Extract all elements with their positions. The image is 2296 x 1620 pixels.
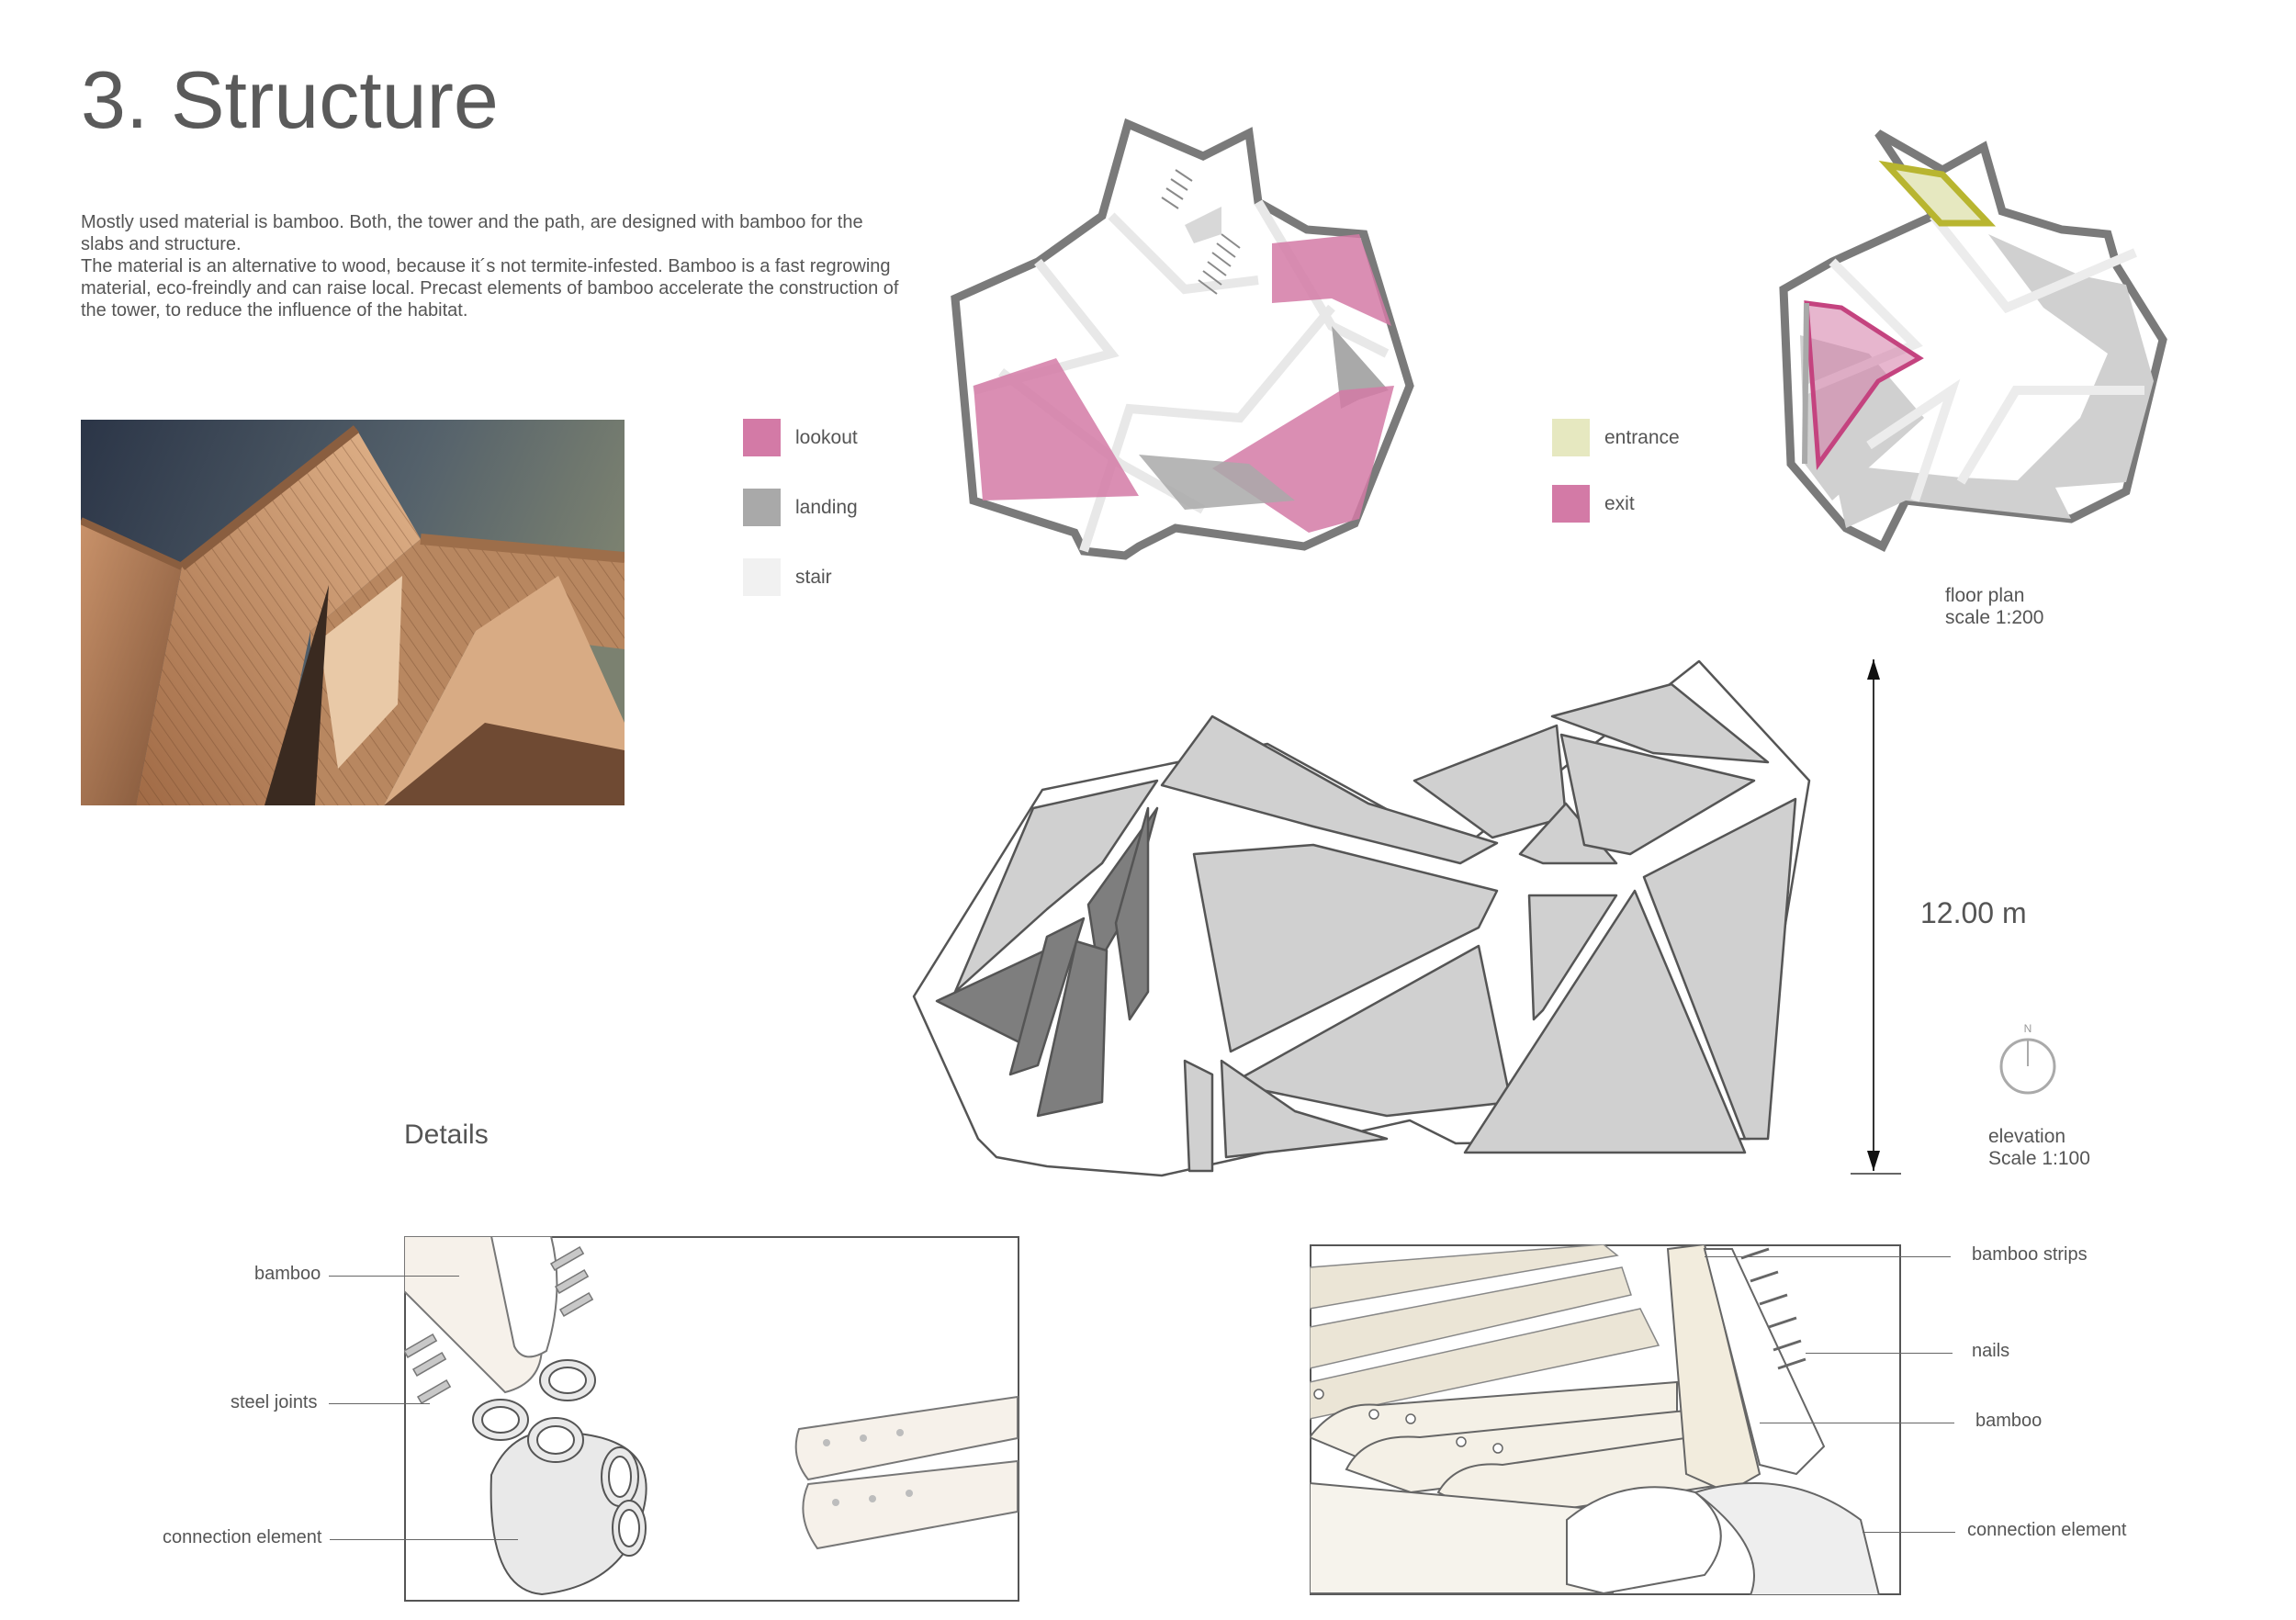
label-connection-element: connection element [163,1527,322,1547]
north-arrow: N [1998,1022,2057,1096]
floor-plan-caption: floor plan scale 1:200 [1945,585,2043,629]
legend-item-exit: exit [1552,485,1635,523]
label-bamboo-strips: bamboo strips [1972,1244,2088,1265]
label-bamboo-right: bamboo [1975,1411,2043,1431]
legend-label: stair [795,566,832,588]
intro-line: The material is an alternative to wood, … [81,256,899,321]
legend-label: entrance [1604,426,1680,448]
label-bamboo: bamboo [254,1264,321,1284]
intro-text: Mostly used material is bamboo. Both, th… [81,211,907,321]
leader-line [330,1539,518,1540]
legend-swatch [743,419,781,456]
stair-treads [1161,169,1241,295]
label-nails: nails [1972,1341,2010,1361]
leader-line [329,1403,430,1404]
elevation-caption-2: Scale 1:100 [1988,1148,2090,1169]
legend-swatch [743,558,781,596]
legend-item-landing: landing [743,489,858,526]
elevation-drawing [912,659,1901,1177]
detail-bamboo-strips [1310,1244,1901,1595]
floor-plan-caption-2: scale 1:200 [1945,607,2044,628]
legend-swatch [1552,485,1590,523]
page-title: 3. Structure [81,54,499,145]
legend-label: lookout [795,426,858,448]
floor-plan-caption-1: floor plan [1945,585,2025,606]
label-steel-joints: steel joints [231,1392,318,1412]
floor-plan-access [1779,129,2167,553]
detail-steel-joints [404,1236,1019,1602]
bamboo-structure-photo [81,420,625,805]
leader-line [329,1276,459,1277]
compass-icon [1999,1038,2056,1095]
leader-line [1863,1532,1955,1533]
legend-swatch [1552,419,1590,456]
label-connection-element-right: connection element [1967,1520,2127,1540]
legend-item-lookout: lookout [743,419,858,456]
elevation-caption-1: elevation [1988,1126,2066,1147]
elevation-caption: elevation Scale 1:100 [1988,1126,2090,1170]
intro-line: Mostly used material is bamboo. Both, th… [81,212,863,254]
floor-plan-levels [951,118,1414,560]
legend-label: exit [1604,492,1635,514]
details-heading: Details [404,1119,489,1150]
elevation-height-label: 12.00 m [1920,896,2027,929]
legend-swatch [743,489,781,526]
north-label: N [2023,1022,2032,1035]
leader-line [1806,1353,1953,1354]
legend-item-stair: stair [743,558,832,596]
legend-label: landing [795,496,858,518]
leader-line [1705,1256,1951,1257]
legend-item-entrance: entrance [1552,419,1680,456]
